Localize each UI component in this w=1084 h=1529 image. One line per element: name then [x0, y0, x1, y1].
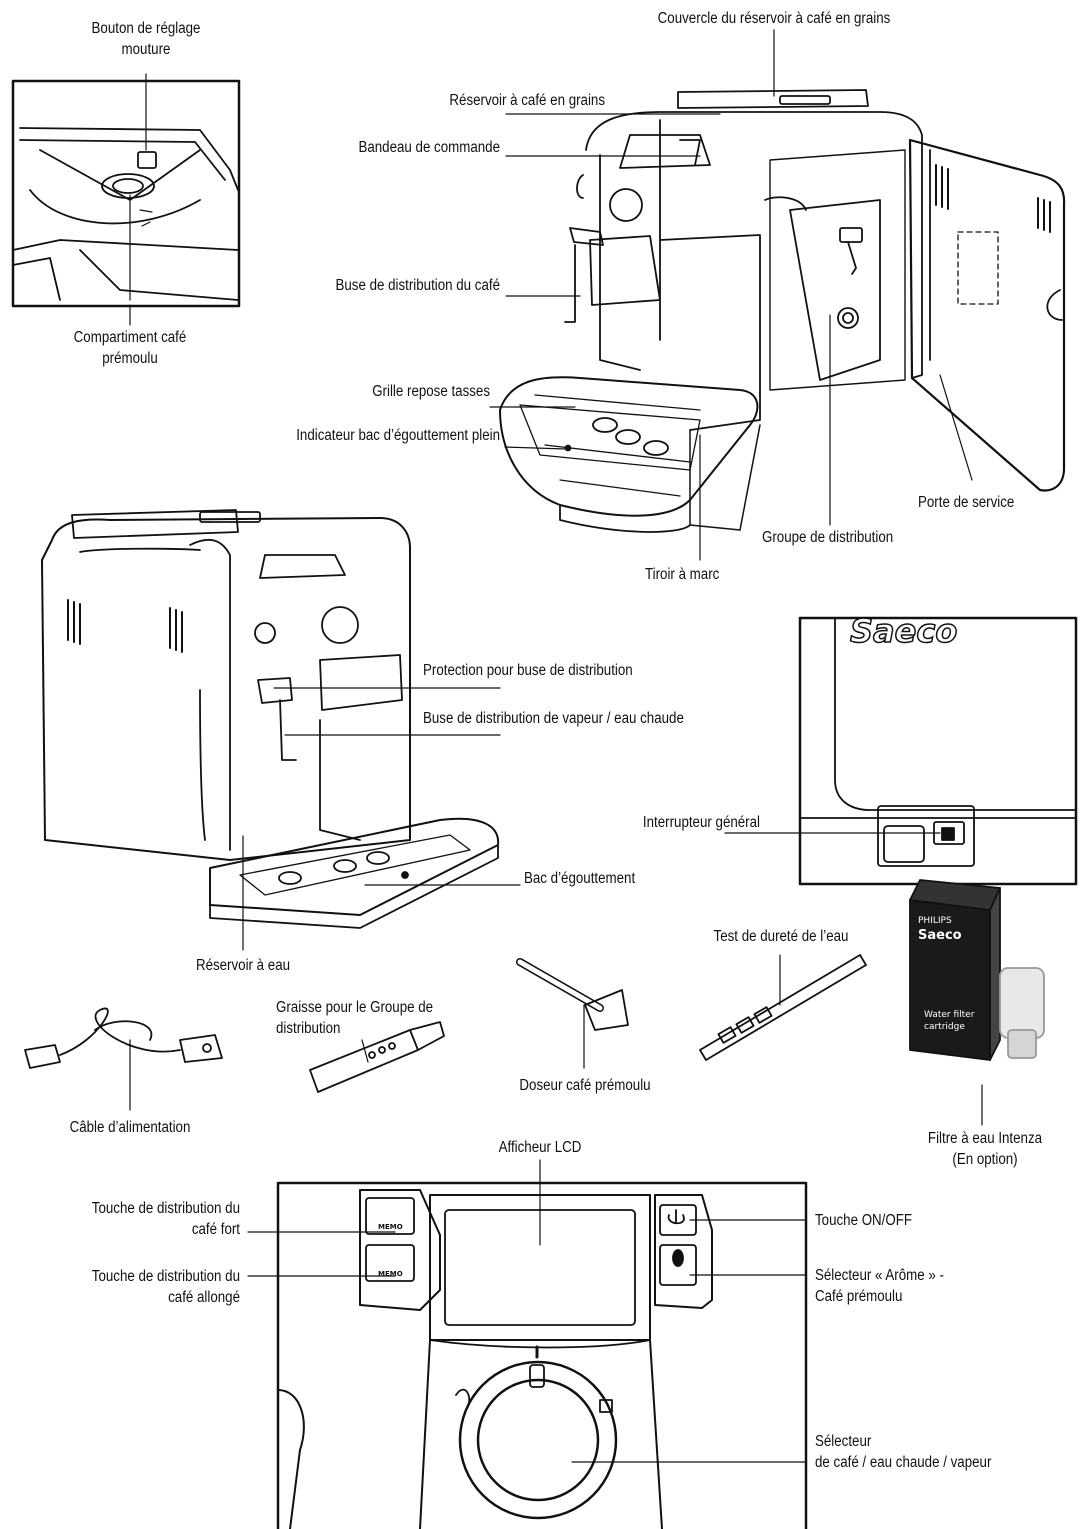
grinder-inset: [11, 79, 241, 308]
label-scoop: Doseur café prémoulu: [519, 1077, 651, 1094]
label-main-switch: Interrupteur général: [642, 814, 760, 831]
label-steam-wand: Buse de distribution de vapeur / eau cha…: [423, 710, 684, 727]
label-aroma-selector: Sélecteur « Arôme » -Café prémoulu: [815, 1267, 944, 1305]
label-water-test: Test de dureté de l’eau: [713, 928, 849, 945]
label-spout-guard: Protection pour buse de distribution: [423, 662, 633, 679]
control-panel-view: [276, 1181, 808, 1529]
memo-long: MEMO: [378, 1270, 403, 1278]
label-bean-hopper: Réservoir à café en grains: [449, 92, 605, 109]
memo-strong: MEMO: [378, 1223, 403, 1231]
label-intenza: Filtre à eau Intenza(En option): [927, 1130, 1043, 1168]
accessories: [24, 954, 867, 1093]
filter-package: [909, 879, 1045, 1061]
label-bean-lid: Couvercle du réservoir à café en grains: [657, 10, 891, 27]
leader-lines: [129, 29, 983, 1463]
label-onoff-button: Touche ON/OFF: [815, 1212, 913, 1229]
label-drip-indicator: Indicateur bac d’égouttement plein: [296, 427, 500, 444]
package-maker: PHILIPS: [918, 916, 952, 926]
machine-front-view: [41, 509, 500, 929]
label-coffee-spout: Buse de distribution du café: [335, 277, 500, 294]
label-grounds-drawer: Tiroir à marc: [645, 566, 720, 583]
package-line2: cartridge: [924, 1022, 965, 1032]
label-water-tank: Réservoir à eau: [195, 957, 291, 974]
brand-logo: Saeco: [849, 611, 958, 651]
label-lcd: Afficheur LCD: [498, 1139, 582, 1156]
package-brand: Saeco: [918, 928, 962, 943]
label-control-panel: Bandeau de commande: [358, 139, 500, 156]
label-drip-tray: Bac d’égouttement: [524, 870, 636, 887]
label-power-cable: Câble d’alimentation: [69, 1119, 191, 1136]
label-cup-grid: Grille repose tasses: [372, 383, 490, 400]
package-line1: Water filter: [924, 1010, 975, 1020]
rear-inset: [798, 616, 1078, 886]
machine-open-view: [499, 89, 1066, 533]
label-brew-group: Groupe de distribution: [762, 529, 894, 546]
label-service-door: Porte de service: [918, 494, 1015, 511]
